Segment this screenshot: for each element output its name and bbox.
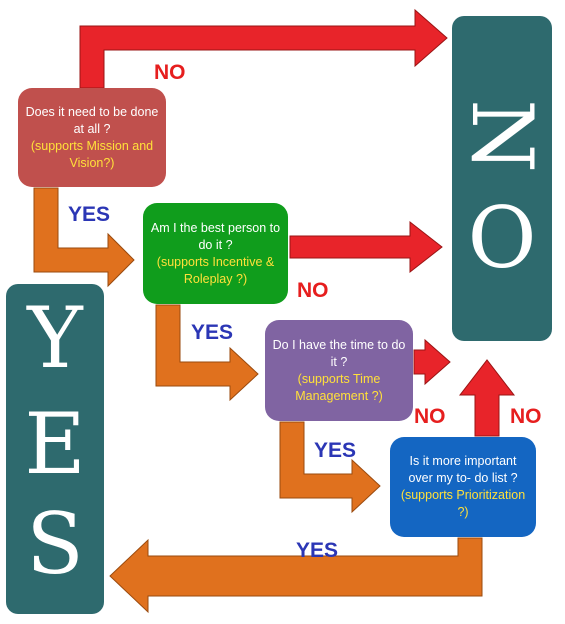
question-support: (supports Time Management ?)	[295, 371, 383, 403]
question-text: Am I the best person to do it ?	[150, 220, 281, 252]
yes-letter-e: E	[24, 395, 86, 493]
no-arrow-3	[413, 338, 451, 386]
question-box-1: Does it need to be done at all ? (suppor…	[18, 88, 166, 187]
question-support: (supports Mission and Vision?)	[30, 138, 154, 170]
question-support: (supports Prioritization ?)	[400, 488, 526, 519]
yes-label-4: YES	[296, 539, 339, 562]
question-support: (supports Incentive & Roleplay ?)	[156, 254, 275, 286]
yes-letter-y: Y	[27, 289, 83, 387]
no-label-1: NO	[154, 61, 186, 84]
no-label-3: NO	[414, 405, 446, 428]
no-pillar: N O	[452, 16, 552, 341]
yes-label-2: YES	[191, 321, 234, 344]
yes-arrow-2	[155, 304, 259, 402]
yes-arrow-1	[33, 187, 135, 288]
no-arrow-2	[289, 220, 443, 274]
no-letter-o: O	[467, 189, 537, 287]
question-text: Does it need to be done at all ?	[25, 104, 159, 136]
question-text: Do I have the time to do it ?	[272, 337, 406, 369]
question-box-2: Am I the best person to do it ? (support…	[143, 203, 288, 304]
yes-arrow-3	[279, 421, 381, 514]
yes-label-3: YES	[314, 439, 357, 462]
question-box-3: Do I have the time to do it ? (supports …	[265, 320, 413, 421]
yes-arrow-4	[109, 537, 483, 614]
yes-pillar: Y E S	[6, 284, 104, 614]
yes-letter-s: S	[26, 495, 84, 593]
yes-label-1: YES	[68, 203, 111, 226]
question-text: Is it more important over my to- do list…	[408, 454, 518, 485]
no-arrow-1	[79, 8, 448, 89]
no-label-4: NO	[510, 405, 542, 428]
question-box-4: Is it more important over my to- do list…	[390, 437, 536, 537]
no-label-2: NO	[297, 279, 329, 302]
no-arrow-4	[458, 359, 516, 437]
no-letter-n: N	[453, 99, 551, 173]
